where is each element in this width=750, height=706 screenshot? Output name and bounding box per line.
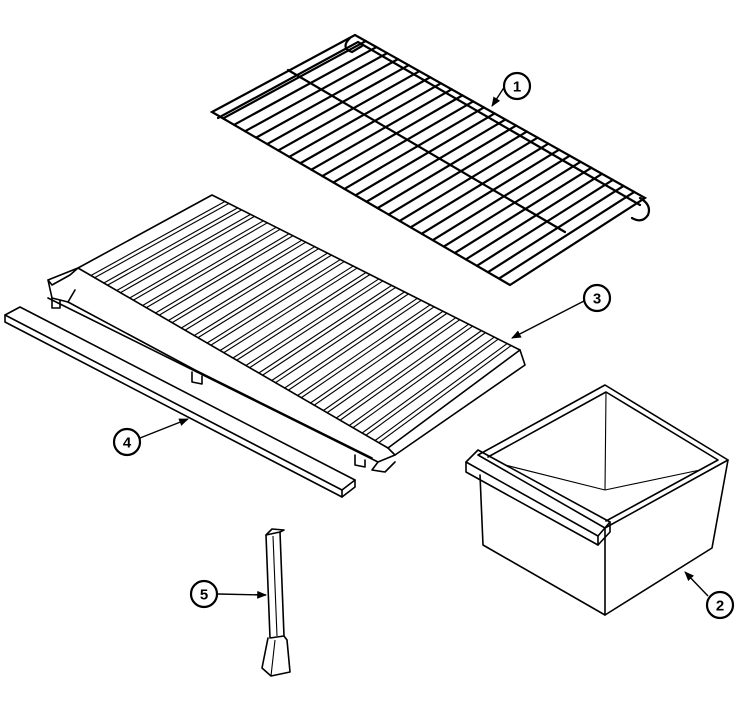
wire-bar bbox=[409, 142, 550, 229]
shelf-front-trim bbox=[4, 306, 356, 498]
frame-slat bbox=[336, 323, 469, 419]
wire-shelf bbox=[209, 33, 651, 287]
frame-slat bbox=[297, 304, 431, 396]
wire-bar bbox=[244, 52, 389, 133]
frame-slat bbox=[352, 332, 486, 428]
frame-slat bbox=[146, 228, 281, 308]
wire-bar bbox=[277, 70, 421, 152]
frame-slat bbox=[271, 291, 405, 381]
frame-slat bbox=[245, 278, 380, 366]
callout-5: 5 bbox=[189, 579, 267, 609]
frame-slat bbox=[340, 325, 473, 421]
callout-4: 4 bbox=[112, 418, 189, 457]
frame-slat bbox=[219, 265, 354, 351]
callout-3-label: 3 bbox=[593, 291, 601, 308]
frame-slat bbox=[103, 207, 238, 284]
frame-slat bbox=[206, 259, 341, 344]
frame-slat bbox=[323, 317, 457, 411]
callout-3: 3 bbox=[511, 283, 612, 339]
frame-slat bbox=[262, 286, 396, 376]
frame-slat bbox=[348, 330, 482, 426]
wire-bar bbox=[343, 106, 485, 190]
wire-bar bbox=[442, 160, 582, 248]
frame-slat bbox=[94, 202, 230, 278]
frame-slat bbox=[210, 261, 345, 346]
frame-slat bbox=[185, 248, 319, 331]
frame-slat bbox=[301, 306, 435, 398]
frame-slat bbox=[275, 293, 409, 383]
frame-slat bbox=[314, 312, 448, 406]
wire-bar bbox=[310, 88, 453, 171]
callout-2: 2 bbox=[684, 571, 735, 620]
wire-bar bbox=[387, 130, 528, 216]
wire-bar bbox=[232, 45, 378, 126]
frame-slat bbox=[365, 338, 499, 436]
frame-slat bbox=[168, 239, 303, 321]
frame-slat bbox=[193, 252, 328, 336]
frame-slat bbox=[232, 272, 367, 359]
wire-bar bbox=[464, 172, 604, 261]
frame-slat bbox=[107, 209, 242, 286]
wire-bar bbox=[475, 178, 614, 267]
frame-slat bbox=[236, 274, 371, 361]
wire-bar bbox=[288, 76, 432, 158]
frame-slat bbox=[159, 235, 294, 316]
wire-bar bbox=[354, 112, 496, 197]
wire-bar bbox=[497, 190, 636, 280]
frame-slat bbox=[155, 233, 290, 314]
frame-slat bbox=[284, 297, 418, 389]
wire-bar bbox=[376, 124, 518, 210]
frame-slat bbox=[288, 299, 422, 391]
frame-slat bbox=[327, 319, 461, 413]
crisper-drawer bbox=[465, 384, 729, 616]
callout-5-label: 5 bbox=[200, 587, 208, 604]
frame-slat bbox=[90, 200, 226, 276]
wire-bar bbox=[332, 100, 475, 184]
frame-slat bbox=[258, 284, 392, 374]
wire-bar bbox=[431, 154, 571, 242]
glass-frame-shelf bbox=[47, 194, 526, 473]
wire-bar bbox=[420, 148, 561, 235]
frame-slat bbox=[133, 222, 268, 301]
wire-bar bbox=[266, 64, 410, 146]
frame-slat bbox=[361, 336, 495, 434]
wire-bar bbox=[365, 118, 507, 203]
callout-1: 1 bbox=[491, 71, 532, 107]
wire-bar bbox=[321, 94, 464, 178]
frame-slat bbox=[197, 254, 332, 338]
frame-slat bbox=[374, 343, 508, 441]
wire-bar bbox=[453, 166, 593, 255]
frame-slat bbox=[142, 226, 277, 306]
wire-bar bbox=[221, 39, 367, 120]
shelf-support-post bbox=[261, 528, 291, 677]
wire-bar bbox=[486, 184, 625, 274]
frame-slat bbox=[181, 246, 315, 329]
frame-slat bbox=[378, 345, 512, 443]
frame-slat bbox=[129, 220, 264, 299]
frame-slat bbox=[116, 213, 251, 291]
frame-slat bbox=[223, 267, 358, 353]
callout-4-label: 4 bbox=[123, 435, 132, 452]
frame-slat bbox=[172, 241, 307, 323]
wire-bar bbox=[299, 82, 443, 165]
frame-slat bbox=[310, 310, 444, 404]
wire-bar bbox=[398, 136, 539, 223]
wire-bar bbox=[255, 58, 400, 139]
frame-slat bbox=[120, 215, 255, 293]
callout-1-label: 1 bbox=[513, 79, 521, 96]
callout-2-label: 2 bbox=[716, 598, 724, 615]
frame-slat bbox=[249, 280, 384, 368]
